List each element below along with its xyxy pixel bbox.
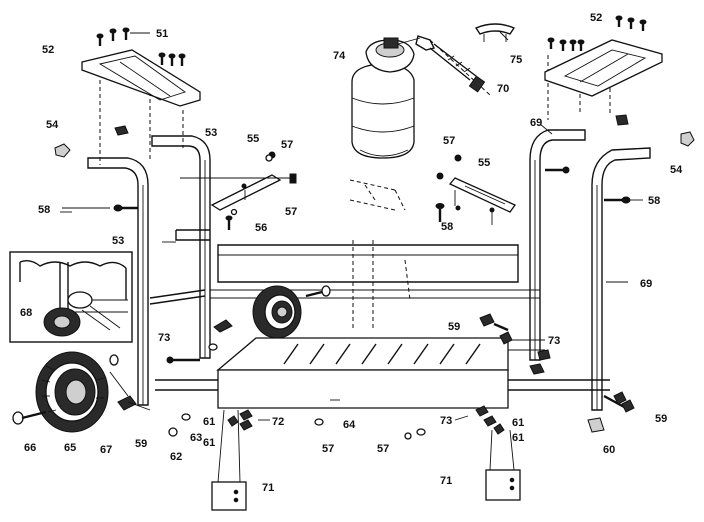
callout-71-left: 71 xyxy=(262,482,274,494)
large-wheel xyxy=(35,351,109,433)
propane-tank xyxy=(351,37,421,159)
callout-labels: 51 52 52 53 53 54 54 55 55 56 57 57 57 5… xyxy=(20,12,683,494)
callout-74: 74 xyxy=(333,50,346,62)
right-shelf-support xyxy=(436,154,516,225)
leg-cap-right xyxy=(680,131,695,147)
cap-60 xyxy=(587,417,605,433)
callout-61-d: 61 xyxy=(512,432,524,444)
bracket-clip-left xyxy=(114,125,129,136)
handle-75 xyxy=(474,23,516,42)
bolt-56 xyxy=(225,215,233,230)
callout-52-left: 52 xyxy=(42,44,54,56)
callout-66: 66 xyxy=(24,442,36,454)
wheel-cap-67 xyxy=(109,354,129,397)
callout-71-right: 71 xyxy=(440,475,452,487)
callout-60: 60 xyxy=(603,444,615,456)
nut-63 xyxy=(181,413,191,421)
callout-62: 62 xyxy=(170,451,182,463)
callout-68: 68 xyxy=(20,307,32,319)
callout-63: 63 xyxy=(190,432,202,444)
bolt-58-center xyxy=(435,203,445,222)
callout-59-left: 59 xyxy=(135,438,147,450)
bracket-clip-right xyxy=(615,114,629,126)
center-wheel xyxy=(252,285,302,339)
callout-58-right: 58 xyxy=(648,195,660,207)
callout-55-right: 55 xyxy=(478,157,490,169)
bottom-shelf xyxy=(216,337,509,409)
callout-57-e: 57 xyxy=(377,443,389,455)
washer-57-d xyxy=(404,428,426,440)
callout-53-upper: 53 xyxy=(205,127,217,139)
callout-54-left: 54 xyxy=(46,119,59,131)
right-rear-leg xyxy=(529,129,586,361)
washer-57-a xyxy=(265,154,273,162)
callout-59-lower-right: 59 xyxy=(655,413,667,425)
callout-67: 67 xyxy=(100,444,112,456)
right-shelf-bracket xyxy=(544,39,663,97)
bolt-58-left xyxy=(62,204,138,212)
axle-bolt-66 xyxy=(12,410,47,425)
callout-73-center: 73 xyxy=(440,415,452,427)
screws-right-bracket xyxy=(547,15,647,51)
left-leg-cross-brace xyxy=(149,289,206,305)
callout-57-b: 57 xyxy=(285,206,297,218)
callout-58-left: 58 xyxy=(38,204,50,216)
callout-57-a: 57 xyxy=(281,139,293,151)
center-wheel-washer xyxy=(208,319,233,351)
left-shelf-support xyxy=(180,151,297,211)
left-rear-leg xyxy=(151,135,211,359)
bolt-73-right xyxy=(529,349,551,375)
bolt-73-left xyxy=(166,356,200,364)
callout-61-a: 61 xyxy=(203,416,215,428)
left-shelf-bracket xyxy=(81,49,201,107)
center-wheel-bolt xyxy=(305,285,331,298)
callout-75: 75 xyxy=(510,54,522,66)
nuts-left-foot xyxy=(227,409,253,431)
bolt-on-right-rear-leg xyxy=(545,166,570,174)
bracket-59-left xyxy=(117,395,151,411)
callout-59-upper-right: 59 xyxy=(448,321,460,333)
washer-57-b xyxy=(230,208,238,216)
leader-lines xyxy=(60,31,628,421)
callout-61-c: 61 xyxy=(512,417,524,429)
left-front-leg xyxy=(87,157,149,406)
leg-cap-left xyxy=(54,143,71,158)
callout-72: 72 xyxy=(272,416,284,428)
right-front-leg xyxy=(591,147,651,411)
callout-70: 70 xyxy=(497,83,509,95)
screws-51 xyxy=(96,27,186,66)
callout-64: 64 xyxy=(343,419,356,431)
nuts-right-foot xyxy=(475,405,505,435)
callout-53-lower: 53 xyxy=(112,235,124,247)
washer-57-c xyxy=(314,418,324,426)
regulator-hose xyxy=(415,35,486,93)
callout-57-c: 57 xyxy=(443,135,455,147)
callout-52-right: 52 xyxy=(590,12,602,24)
callout-69-lower: 69 xyxy=(640,278,652,290)
callout-58-center: 58 xyxy=(441,221,453,233)
bolt-59-upper-right xyxy=(479,313,513,345)
bolt-58-right xyxy=(604,196,643,204)
callout-69-upper: 69 xyxy=(530,117,542,129)
callout-54-right: 54 xyxy=(670,164,683,176)
callout-51: 51 xyxy=(156,28,168,40)
callout-57-d: 57 xyxy=(322,443,334,455)
callout-65: 65 xyxy=(64,442,76,454)
detail-inset xyxy=(9,251,133,343)
foot-right xyxy=(485,429,521,501)
callout-55-left: 55 xyxy=(247,133,259,145)
bolt-59-lower-right xyxy=(603,391,635,413)
callout-56: 56 xyxy=(255,222,267,234)
nut-62 xyxy=(168,427,178,437)
callout-73-right: 73 xyxy=(548,335,560,347)
callout-73-left: 73 xyxy=(158,332,170,344)
foot-left xyxy=(211,409,247,511)
callout-61-b: 61 xyxy=(203,437,215,449)
